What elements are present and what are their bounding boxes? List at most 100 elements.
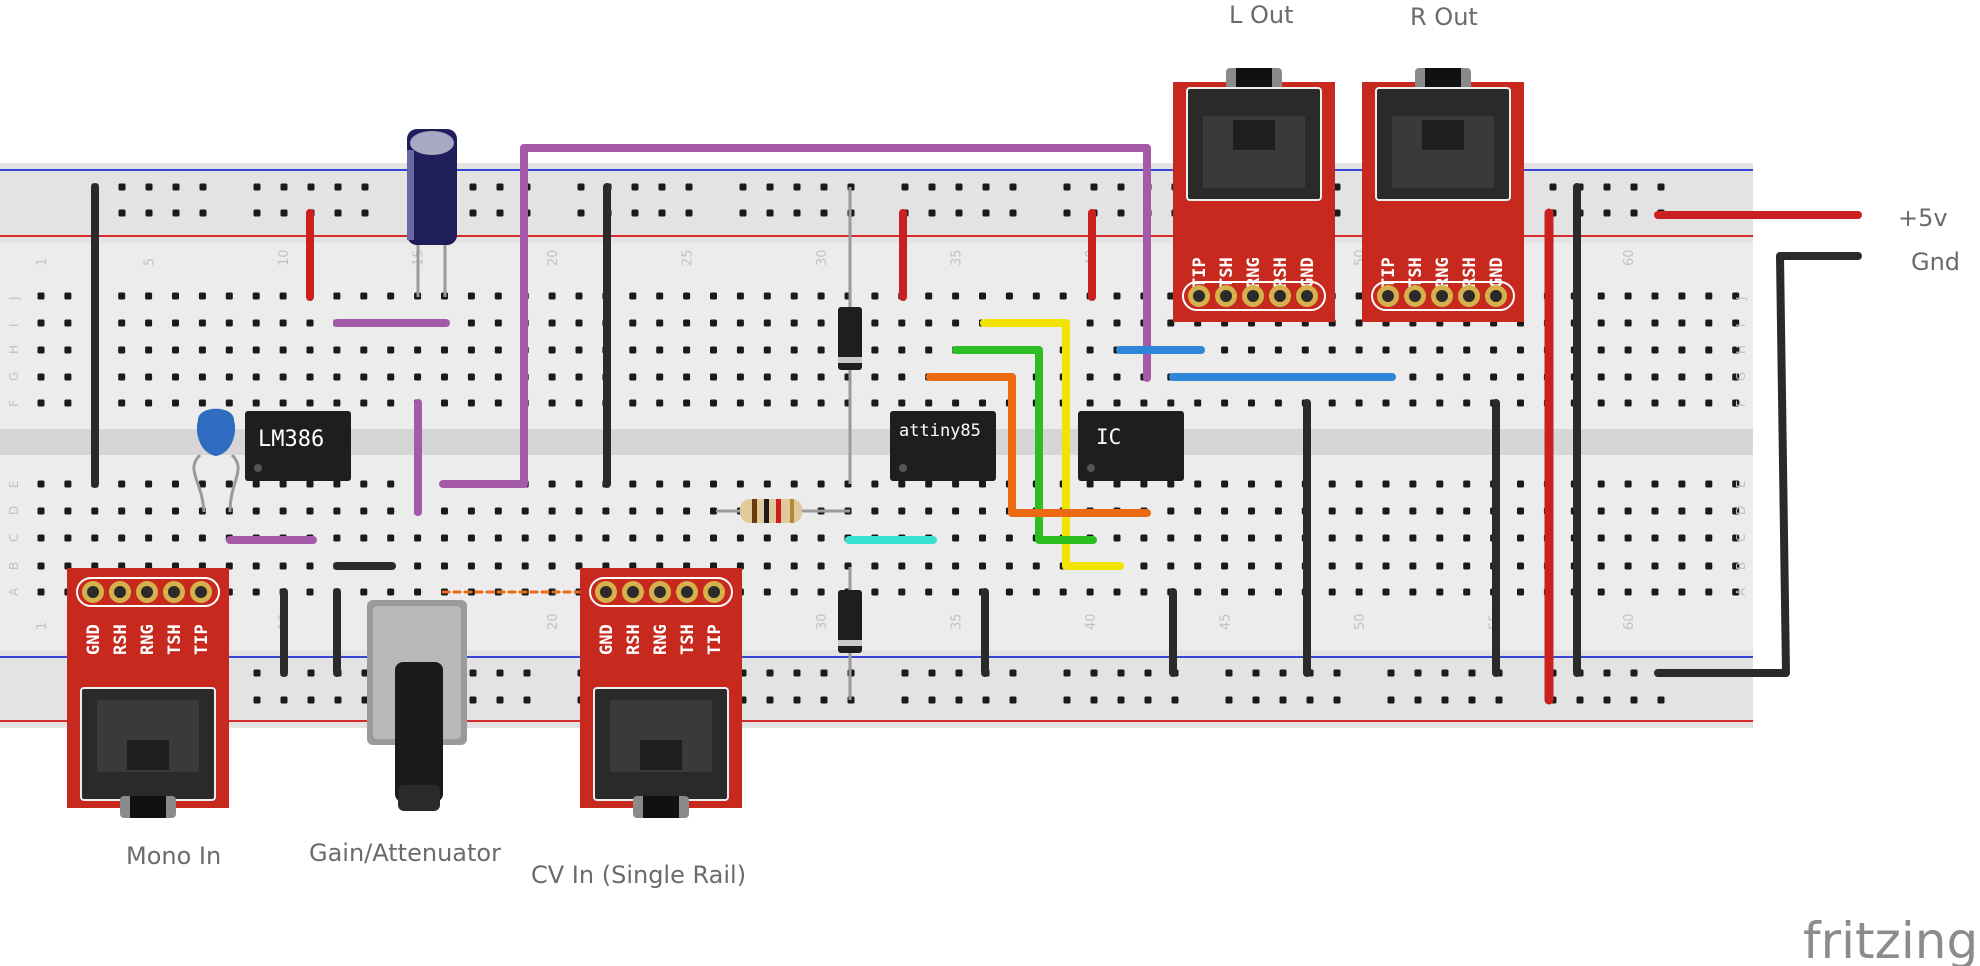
- breadboard-hole: [871, 292, 879, 300]
- breadboard-hole: [64, 534, 72, 542]
- breadboard-hole: [1436, 373, 1444, 381]
- rail-hole: [1657, 696, 1665, 704]
- breadboard-hole: [1274, 562, 1282, 570]
- jack-pin-label: RNG: [1433, 257, 1453, 288]
- row-letter: D: [1734, 506, 1748, 515]
- breadboard-hole: [225, 292, 233, 300]
- breadboard-hole: [494, 534, 502, 542]
- breadboard-hole: [548, 319, 556, 327]
- breadboard-hole: [1705, 562, 1713, 570]
- breadboard-hole: [1328, 562, 1336, 570]
- breadboard-hole: [494, 292, 502, 300]
- breadboard-hole: [467, 507, 475, 515]
- breadboard-hole: [1463, 373, 1471, 381]
- breadboard-hole: [118, 319, 126, 327]
- breadboard-hole: [817, 588, 825, 596]
- rail-hole: [1252, 696, 1260, 704]
- breadboard-hole: [306, 480, 314, 488]
- breadboard-hole: [979, 399, 986, 407]
- rail-hole: [1387, 669, 1395, 677]
- breadboard-hole: [252, 562, 260, 570]
- breadboard-hole: [360, 399, 368, 407]
- rail-hole: [1414, 696, 1422, 704]
- rail-hole: [955, 696, 963, 704]
- breadboard-hole: [710, 292, 717, 300]
- breadboard-hole: [710, 319, 717, 327]
- breadboard-hole: [871, 319, 879, 327]
- breadboard-hole: [1086, 399, 1094, 407]
- rail-hole: [685, 209, 693, 217]
- breadboard-hole: [172, 399, 179, 407]
- breadboard-hole: [952, 534, 960, 542]
- breadboard-hole: [952, 480, 960, 488]
- rail-hole: [253, 669, 261, 677]
- rail-hole: [361, 669, 369, 677]
- rail-hole: [1171, 696, 1179, 704]
- breadboard-hole: [1194, 399, 1202, 407]
- yellow-wire: [980, 319, 1124, 570]
- breadboard-hole: [898, 346, 906, 354]
- breadboard-hole: [1705, 588, 1713, 596]
- breadboard-hole: [1732, 480, 1740, 488]
- row-letter: J: [1734, 296, 1748, 301]
- breadboard-hole: [198, 346, 206, 354]
- breadboard-hole: [1032, 292, 1040, 300]
- breadboard-hole: [279, 399, 287, 407]
- electrolytic-capacitor: [407, 129, 457, 297]
- jack-pin-label: TSH: [165, 624, 185, 655]
- breadboard-hole: [1382, 399, 1390, 407]
- breadboard-hole: [1651, 507, 1659, 515]
- breadboard-hole: [1463, 399, 1471, 407]
- breadboard-hole: [1678, 507, 1686, 515]
- breadboard-hole: [1301, 346, 1309, 354]
- breadboard-hole: [441, 507, 448, 515]
- breadboard-hole: [1651, 534, 1659, 542]
- breadboard-hole: [1624, 399, 1632, 407]
- rail-hole: [658, 209, 666, 217]
- rail-hole: [928, 209, 936, 217]
- breadboard-hole: [172, 373, 179, 381]
- breadboard-hole: [1113, 534, 1121, 542]
- rail-hole: [1063, 183, 1071, 191]
- breadboard-hole: [656, 534, 664, 542]
- breadboard-hole: [1436, 399, 1444, 407]
- breadboard-hole: [1248, 588, 1255, 596]
- breadboard-hole: [1463, 480, 1471, 488]
- breadboard-hole: [710, 373, 717, 381]
- breadboard-hole: [1274, 399, 1282, 407]
- breadboard-hole: [1678, 373, 1686, 381]
- rail-hole: [766, 696, 774, 704]
- breadboard-hole: [1463, 534, 1471, 542]
- rail-hole: [631, 209, 639, 217]
- breadboard-hole: [548, 373, 556, 381]
- breadboard-hole: [37, 292, 45, 300]
- breadboard-hole: [37, 534, 45, 542]
- rail-hole: [1468, 696, 1476, 704]
- breadboard-hole: [629, 562, 637, 570]
- breadboard-hole: [145, 346, 153, 354]
- breadboard-hole: [1086, 319, 1094, 327]
- rail-hole: [307, 696, 315, 704]
- breadboard-hole: [1678, 562, 1686, 570]
- breadboard-hole: [683, 534, 691, 542]
- rail-hole: [820, 183, 828, 191]
- breadboard-hole: [1355, 562, 1363, 570]
- rail-hole: [793, 183, 801, 191]
- jack-pin-label: TIP: [1190, 257, 1210, 288]
- breadboard-hole: [64, 399, 72, 407]
- column-number: 60: [1622, 613, 1637, 630]
- breadboard-hole: [979, 507, 986, 515]
- rail-hole: [1495, 696, 1503, 704]
- breadboard-hole: [925, 319, 933, 327]
- breadboard-hole: [225, 399, 233, 407]
- rail-hole: [469, 696, 477, 704]
- breadboard-hole: [360, 588, 368, 596]
- breadboard-hole: [790, 319, 798, 327]
- breadboard-hole: [1221, 399, 1229, 407]
- breadboard-hole: [979, 480, 986, 488]
- rail-hole: [820, 209, 828, 217]
- breadboard-hole: [441, 346, 448, 354]
- breadboard-hole: [1167, 534, 1175, 542]
- breadboard-hole: [790, 588, 798, 596]
